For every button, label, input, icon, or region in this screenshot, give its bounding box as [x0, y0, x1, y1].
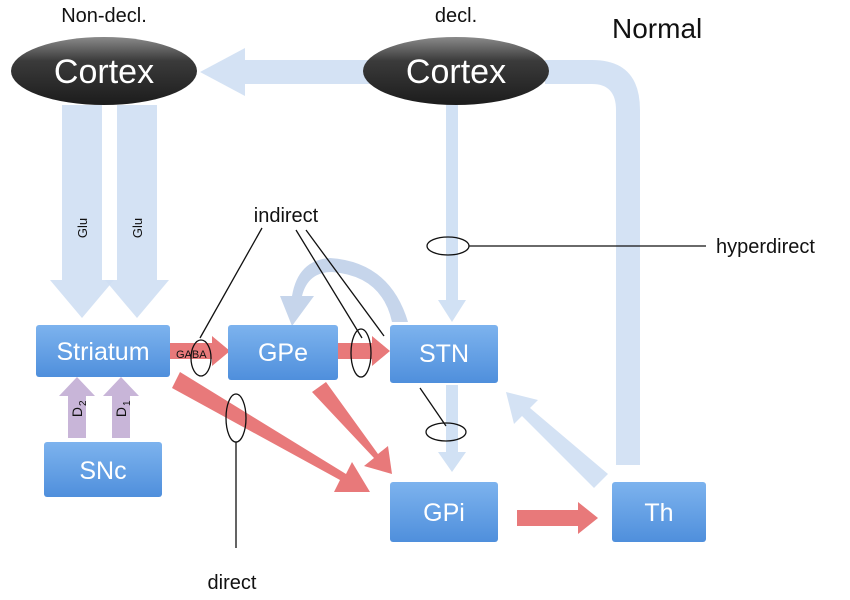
hyperdirect-arrow	[438, 105, 466, 322]
d1-label: D 1	[113, 400, 133, 417]
diagram-title: Normal	[612, 13, 702, 44]
svg-text:D: D	[113, 407, 129, 417]
svg-text:1: 1	[122, 400, 133, 406]
striatum-label: Striatum	[56, 338, 149, 366]
striatum-to-gpi-arrow	[172, 372, 370, 492]
stn-node: STN	[390, 325, 498, 383]
cortex-to-cortex-arrow	[200, 48, 380, 96]
direct-annotation	[225, 393, 247, 548]
hyperdirect-label: hyperdirect	[716, 236, 815, 258]
hyperdirect-annotation	[426, 236, 706, 256]
cortex-left-label: Cortex	[54, 53, 154, 91]
stn-label: STN	[419, 340, 469, 368]
gpi-to-th-arrow	[517, 502, 598, 534]
snc-node: SNc	[44, 442, 162, 497]
glu-arrow-left	[50, 105, 114, 318]
stn-to-gpi-arrow	[438, 385, 466, 472]
gpi-node: GPi	[390, 482, 498, 542]
thalamocortical-pathway	[545, 60, 640, 465]
cortex-right-node: Cortex	[363, 37, 549, 105]
stn-to-gpe-feedback-arrow	[280, 258, 408, 326]
gpe-to-stn-arrow	[338, 336, 390, 366]
th-node: Th	[612, 482, 706, 542]
glu-right-label: Glu	[130, 218, 145, 238]
d2-label: D 2	[69, 400, 89, 417]
direct-label: direct	[208, 572, 257, 594]
svg-text:2: 2	[78, 400, 89, 406]
glu-arrow-right	[105, 105, 169, 318]
stn-gpi-annotation	[419, 387, 467, 442]
indirect-annotation-lines	[190, 227, 385, 378]
cortex-left-caption: Non-decl.	[61, 5, 147, 27]
th-to-stn-arrow	[506, 392, 608, 488]
d1-arrow	[103, 377, 139, 438]
gpe-node: GPe	[228, 325, 338, 380]
svg-text:D: D	[69, 407, 85, 417]
gpe-to-gpi-arrow	[312, 382, 392, 474]
cortex-right-caption: decl.	[435, 5, 477, 27]
striatum-node: Striatum	[36, 325, 170, 377]
striatum-to-gpe-arrow	[170, 336, 230, 366]
cortex-right-label: Cortex	[406, 53, 506, 91]
gpe-label: GPe	[258, 339, 308, 367]
cortex-left-node: Cortex	[11, 37, 197, 105]
glu-left-label: Glu	[75, 218, 90, 238]
gpi-label: GPi	[423, 499, 465, 527]
indirect-label: indirect	[254, 205, 319, 227]
snc-label: SNc	[79, 457, 126, 485]
gaba-label: GABA	[176, 349, 207, 361]
th-label: Th	[644, 499, 673, 527]
d2-arrow	[59, 377, 95, 438]
